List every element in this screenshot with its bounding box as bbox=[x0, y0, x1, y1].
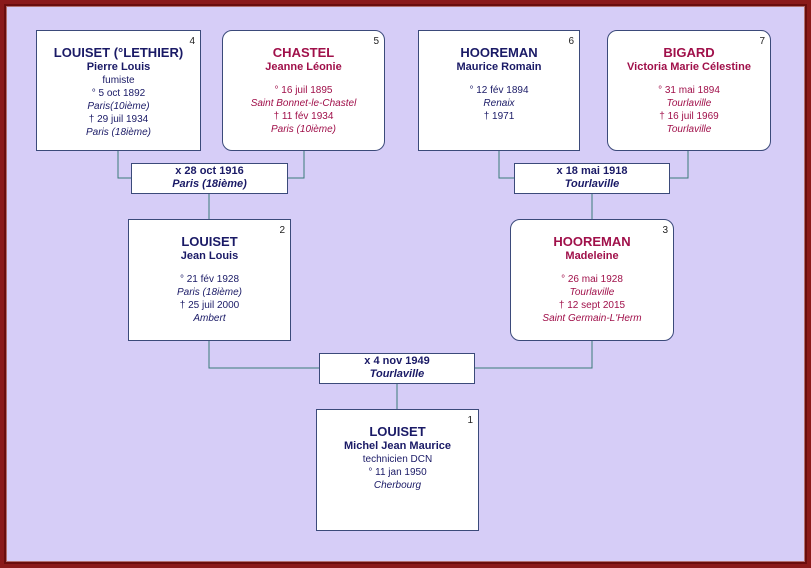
birth-date: ° 12 fév 1894 bbox=[469, 85, 529, 96]
surname: CHASTEL bbox=[272, 45, 335, 60]
birth-date: ° 31 mai 1894 bbox=[658, 85, 720, 96]
sosa-number: 5 bbox=[373, 36, 379, 47]
sosa-number: 6 bbox=[568, 36, 574, 47]
surname: LOUISET (°LETHIER) bbox=[53, 45, 184, 60]
birth-date: ° 26 mai 1928 bbox=[561, 274, 623, 285]
marriage-box-2-3[interactable]: x 4 nov 1949 Tourlaville bbox=[319, 353, 475, 384]
birth-place: Paris (18ième) bbox=[176, 287, 243, 298]
surname: LOUISET bbox=[369, 424, 426, 439]
sosa-number: 7 bbox=[759, 36, 765, 47]
death-date: † 29 juil 1934 bbox=[88, 114, 149, 125]
surname: HOOREMAN bbox=[460, 45, 538, 60]
marriage-place: Tourlaville bbox=[369, 368, 425, 380]
death-place: Saint Germain-L'Herm bbox=[542, 313, 642, 324]
death-date: † 16 juil 1969 bbox=[659, 111, 719, 122]
given-names: Maurice Romain bbox=[456, 61, 542, 73]
death-date: † 1971 bbox=[483, 111, 515, 122]
person-card-2[interactable]: 2 LOUISET Jean Louis ° 21 fév 1928 Paris… bbox=[128, 219, 291, 341]
marriage-date: x 28 oct 1916 bbox=[175, 165, 244, 177]
surname: LOUISET bbox=[181, 234, 238, 249]
birth-date: ° 11 jan 1950 bbox=[368, 467, 427, 478]
birth-place: Tourlaville bbox=[569, 287, 615, 298]
birth-date: ° 21 fév 1928 bbox=[179, 274, 240, 285]
death-date: † 12 sept 2015 bbox=[558, 300, 626, 311]
person-card-4[interactable]: 4 LOUISET (°LETHIER) Pierre Louis fumist… bbox=[36, 30, 201, 151]
occupation: fumiste bbox=[102, 75, 135, 86]
birth-place: Saint Bonnet-le-Chastel bbox=[250, 98, 357, 109]
given-names: Jeanne Léonie bbox=[265, 61, 342, 73]
person-card-3[interactable]: 3 HOOREMAN Madeleine ° 26 mai 1928 Tourl… bbox=[510, 219, 674, 341]
given-names: Victoria Marie Célestine bbox=[627, 61, 751, 73]
death-date: † 25 juil 2000 bbox=[179, 300, 240, 311]
sosa-number: 2 bbox=[279, 225, 285, 236]
death-place: Tourlaville bbox=[666, 124, 712, 135]
marriage-place: Tourlaville bbox=[564, 178, 620, 190]
sosa-number: 4 bbox=[189, 36, 195, 47]
birth-date: ° 16 juil 1895 bbox=[274, 85, 333, 96]
person-card-7[interactable]: 7 BIGARD Victoria Marie Célestine ° 31 m… bbox=[607, 30, 771, 151]
occupation: technicien DCN bbox=[362, 454, 433, 465]
birth-place: Tourlaville bbox=[666, 98, 712, 109]
marriage-date: x 18 mai 1918 bbox=[556, 165, 628, 177]
given-names: Jean Louis bbox=[180, 250, 239, 262]
marriage-box-4-5[interactable]: x 28 oct 1916 Paris (18ième) bbox=[131, 163, 288, 194]
birth-place: Paris(10ième) bbox=[87, 101, 150, 112]
given-names: Madeleine bbox=[565, 250, 619, 262]
person-card-6[interactable]: 6 HOOREMAN Maurice Romain ° 12 fév 1894 … bbox=[418, 30, 580, 151]
death-place: Ambert bbox=[193, 313, 226, 324]
death-place: Paris (18ième) bbox=[85, 127, 152, 138]
sosa-number: 3 bbox=[662, 225, 668, 236]
given-names: Michel Jean Maurice bbox=[344, 440, 451, 452]
death-date: † 11 fév 1934 bbox=[273, 111, 334, 122]
birth-place: Renaix bbox=[483, 98, 515, 109]
marriage-box-6-7[interactable]: x 18 mai 1918 Tourlaville bbox=[514, 163, 670, 194]
death-place: Paris (10ième) bbox=[270, 124, 337, 135]
birth-place: Cherbourg bbox=[373, 480, 422, 491]
surname: HOOREMAN bbox=[553, 234, 631, 249]
person-card-1[interactable]: 1 LOUISET Michel Jean Maurice technicien… bbox=[316, 409, 479, 531]
given-names: Pierre Louis bbox=[86, 61, 151, 73]
surname: BIGARD bbox=[663, 45, 715, 60]
marriage-place: Paris (18ième) bbox=[172, 178, 247, 190]
sosa-number: 1 bbox=[467, 415, 473, 426]
person-card-5[interactable]: 5 CHASTEL Jeanne Léonie ° 16 juil 1895 S… bbox=[222, 30, 385, 151]
marriage-date: x 4 nov 1949 bbox=[364, 355, 430, 367]
birth-date: ° 5 oct 1892 bbox=[91, 88, 146, 99]
